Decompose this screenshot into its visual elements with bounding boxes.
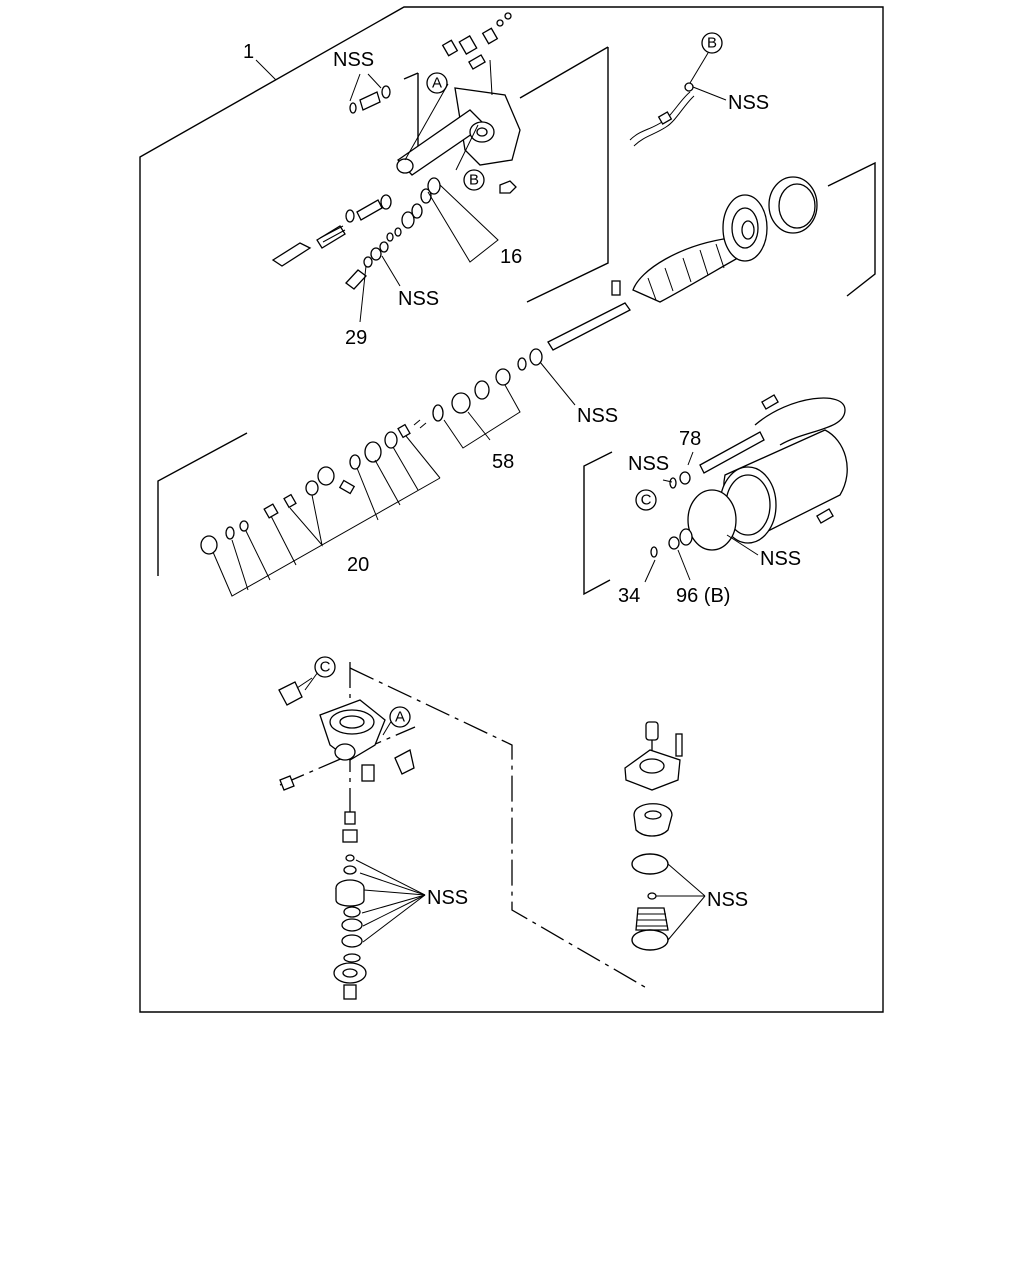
ref-b-harness: B [707,35,717,52]
ref-circle-c-lower [314,656,336,678]
control-valve-group [271,12,609,323]
label-part-29: 29 [345,327,367,349]
label-nss-harness: NSS [728,92,769,114]
callout-labels: 1 NSS NSS 16 NSS 29 NSS 78 NSS 58 NSS 20… [243,41,801,911]
label-assembly-1: 1 [243,41,254,63]
reference-markers: A B B C C A [314,32,723,728]
booster-assembly [517,161,876,406]
label-nss-lower-right: NSS [707,889,748,911]
ref-b-top: B [469,172,479,189]
label-part-20: 20 [347,554,369,576]
ref-a-lower: A [395,709,405,726]
booster-cylinder [583,394,848,596]
label-nss-lower-left: NSS [427,887,468,909]
label-part-78: 78 [679,428,701,450]
ref-circle-a-lower [389,706,411,728]
ref-circle-b-harness [701,32,723,54]
assembly-outline [139,6,884,1013]
sensor-harness [629,52,727,147]
label-nss-oring: NSS [760,548,801,570]
ref-circle-b-top [463,169,485,191]
label-nss-washer: NSS [577,405,618,427]
label-nss-sleeve: NSS [333,49,374,71]
label-part-96b: 96 (B) [676,585,730,607]
label-part-34: 34 [618,585,640,607]
label-part-16: 16 [500,246,522,268]
label-nss-bushing: NSS [628,453,669,475]
label-nss-seal: NSS [398,288,439,310]
ref-c-lower: C [320,659,331,676]
lower-chamber-assembly [624,721,706,951]
lower-valve-assembly [278,662,651,1000]
ref-c-cylinder: C [641,492,652,509]
ref-circle-a-top [426,72,448,94]
ref-a-top: A [432,75,442,92]
label-part-58: 58 [492,451,514,473]
seal-stack [157,368,521,597]
ref-circle-c-cylinder [635,489,657,511]
